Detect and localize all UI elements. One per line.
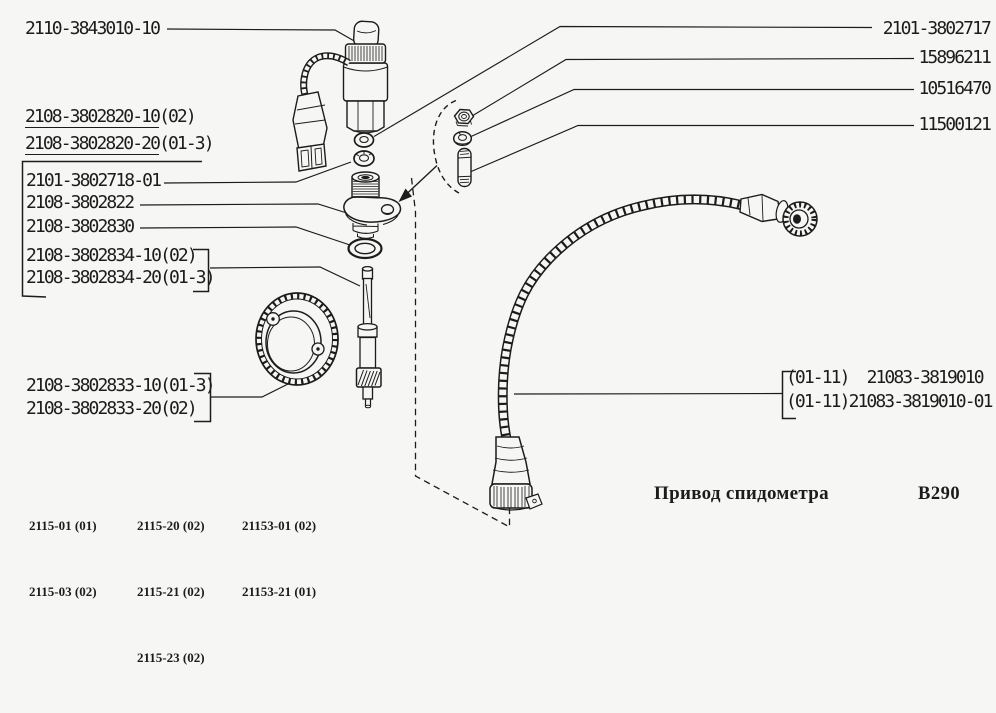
nut-icon [453, 108, 475, 127]
applicability-column-2: 2115-20 (02) 2115-21 (02) 2115-23 (02) [137, 471, 205, 713]
part-label-housing: 2108-3802822 [26, 192, 135, 213]
part-label-drive-assy-20: 2108-3802820-20(01-3) [25, 133, 215, 155]
speedometer-drive-housing-icon [343, 171, 402, 239]
speedometer-cable-icon [497, 193, 818, 443]
part-label-gear-ring-10: 2108-3802833-10(01-3) [26, 375, 216, 396]
applicability-cell: 21153-21 (01) [242, 584, 317, 599]
stud-icon [457, 147, 472, 188]
applicability-column-3: 21153-01 (02) 21153-21 (01) [242, 471, 316, 647]
spring-washer-icon [452, 130, 473, 147]
sealing-washer-icon [353, 132, 375, 148]
arrow-head-icon [398, 188, 412, 202]
part-label-driven-gear-10: 2108-3802834-10(02) [26, 245, 198, 266]
applicability-cell: 21153-01 (02) [242, 518, 317, 533]
part-label-cable-2: (01-11)21083-3819010-01 [786, 391, 993, 412]
diagram-lineart [21, 20, 915, 529]
part-label-cable-1: (01-11)21083-3819010 [786, 367, 985, 388]
slotted-washer-icon [353, 150, 375, 167]
part-label-stud: 11500121 [918, 114, 992, 135]
part-label-gear-ring-20: 2108-3802833-20(02) [26, 398, 198, 419]
o-ring-icon [347, 237, 383, 260]
applicability-cell: 2115-01 (01) [29, 518, 97, 533]
speedometer-drive-gear-ring-icon [255, 292, 339, 386]
assembly-dashed-lines [398, 99, 511, 529]
speedometer-driven-gear-icon [355, 265, 382, 409]
diagram-page: 2110-3843010-10 2108-3802820-10(02) 2108… [21, 18, 993, 665]
part-label-washer: 2101-3802718-01 [26, 170, 162, 191]
figure-caption: Привод спидометра [654, 483, 829, 504]
part-label-driven-gear-20: 2108-3802834-20(01-3) [26, 267, 216, 288]
sensor-wiring-connector-icon [292, 52, 351, 172]
applicability-column-1: 2115-01 (01) 2115-03 (02) [29, 471, 97, 647]
applicability-cell: 2115-20 (02) [137, 518, 205, 533]
label-brackets [21, 160, 796, 423]
applicability-cell: 2115-23 (02) [137, 650, 205, 665]
part-label-oring: 2108-3802830 [26, 216, 135, 237]
part-label-spring-washer: 10516470 [918, 78, 992, 99]
applicability-cell: 2115-21 (02) [137, 584, 205, 599]
leader-lines [139, 25, 915, 398]
part-label-drive-assy-10: 2108-3802820-10(02) [25, 106, 197, 128]
cable-nut-lower-icon [489, 436, 543, 511]
part-label-nut: 15896211 [918, 47, 992, 68]
speed-sensor-icon [342, 20, 389, 134]
figure-code: B290 [918, 484, 961, 504]
part-label-seal-washer: 2101-3802717 [882, 18, 992, 39]
part-label-sensor: 2110-3843010-10 [25, 18, 161, 39]
applicability-cell: 2115-03 (02) [29, 584, 97, 599]
